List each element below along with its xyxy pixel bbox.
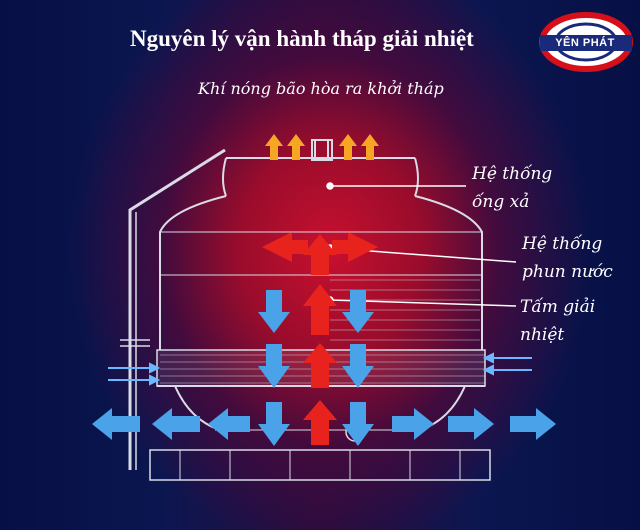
inflow-lines xyxy=(108,352,532,386)
label-exhaust-system: Hệ thống ống xả xyxy=(472,163,552,213)
yen-phat-logo xyxy=(539,12,633,72)
label-spray-system: Hệ thống phun nước xyxy=(522,233,613,283)
page-title: Nguyên lý vận hành tháp giải nhiệt xyxy=(130,26,474,51)
label-fill-line2: nhiệt xyxy=(520,325,565,345)
label-exhaust-line1: Hệ thống xyxy=(472,164,553,184)
logo-text: YÊN PHÁT xyxy=(555,37,615,49)
label-fill-media: Tấm giải nhiệt xyxy=(520,296,595,346)
label-exhaust-line2: ống xả xyxy=(472,192,530,212)
label-spray-line2: phun nước xyxy=(522,262,613,282)
hot-air-arrows xyxy=(262,232,378,445)
label-fill-line1: Tấm giải xyxy=(520,297,596,317)
exhaust-arrows xyxy=(265,134,379,160)
label-spray-line1: Hệ thống xyxy=(522,234,603,254)
cold-air-arrows xyxy=(92,290,556,446)
exhaust-caption: Khí nóng bão hòa ra khởi tháp xyxy=(198,79,444,98)
